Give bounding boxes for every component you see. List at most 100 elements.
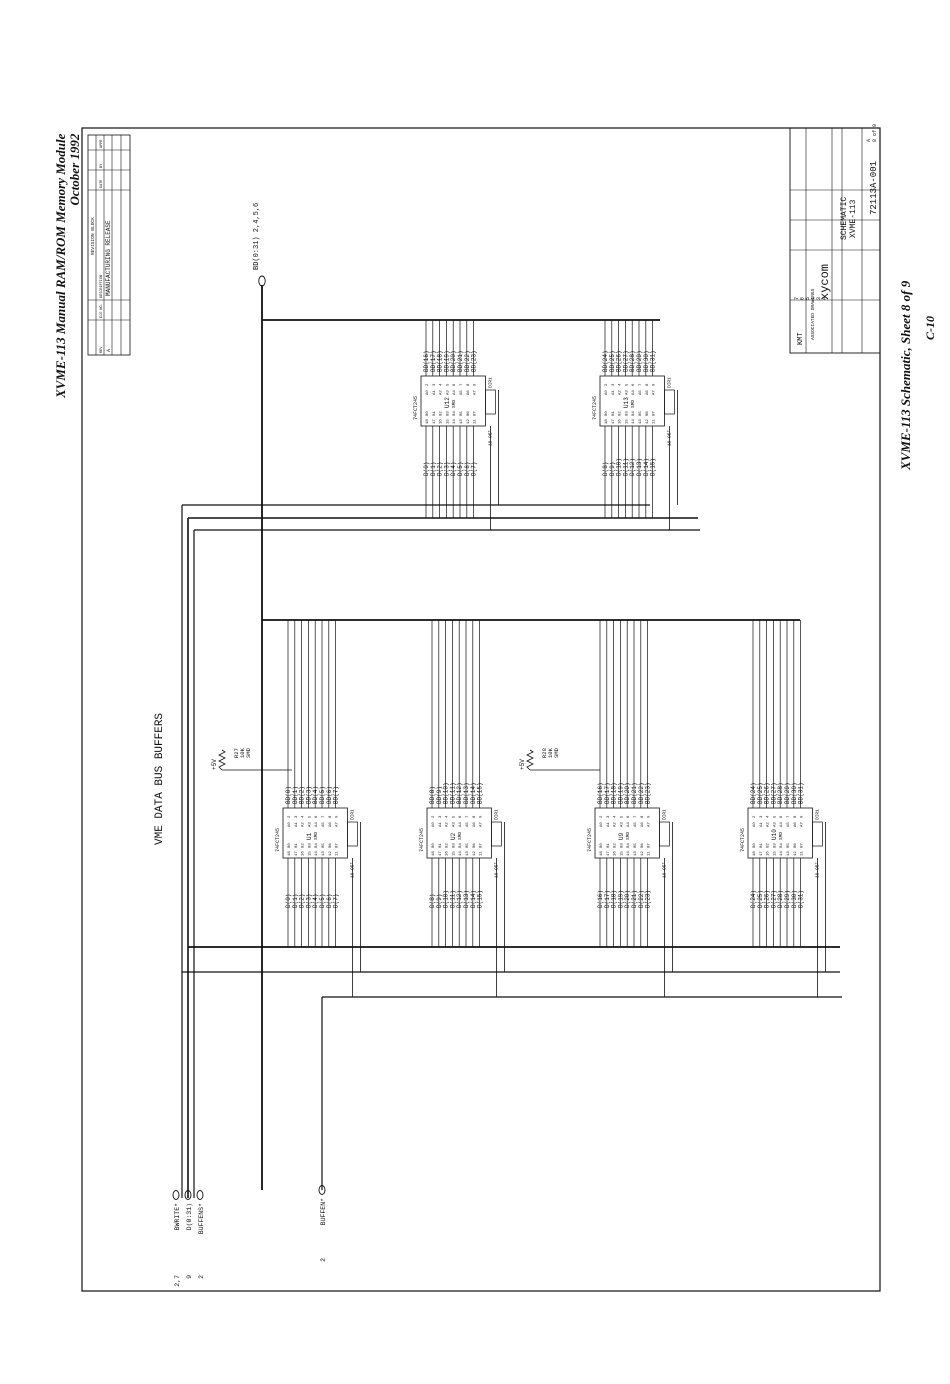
d-net-label: D(11) xyxy=(622,458,629,476)
bd-net-label: BD(25) xyxy=(609,350,616,372)
chip-pin-b: 16 xyxy=(440,419,444,424)
bd-net-label: BD(30) xyxy=(791,782,798,804)
chip-pin-a: 4 xyxy=(440,383,444,386)
chip-pin-name-a: A7 xyxy=(648,822,652,827)
chip-pin-b: 13 xyxy=(322,851,326,856)
bd-net-label: BD(30) xyxy=(643,350,650,372)
bd-net-label: BD(24) xyxy=(602,350,609,372)
chip-control-block xyxy=(485,389,496,415)
d-net-label: D(15) xyxy=(477,890,484,908)
chip-pin-name-b: B7 xyxy=(653,411,657,416)
bd-net-label: BD(17) xyxy=(604,782,611,804)
bd-net-label: BD(5) xyxy=(319,786,326,804)
chip-pin-name-b: B7 xyxy=(801,843,805,848)
chip-pin-a: 5 xyxy=(625,383,629,386)
bd-net-label: BD(6) xyxy=(326,786,333,804)
chip-pin-name-a: A4 xyxy=(315,822,319,827)
chip-pin-a: 7 xyxy=(460,383,464,386)
chip-pin-a: 6 xyxy=(315,815,319,818)
chip-pin-b: 14 xyxy=(780,851,784,856)
bd-net-label: BD(24) xyxy=(750,782,757,804)
bd-bus-connector xyxy=(258,275,266,287)
chip-pin-b: 13 xyxy=(460,419,464,424)
bd-net-label: BD(17) xyxy=(430,350,437,372)
chip-pin-a: 3 xyxy=(760,815,764,818)
chip-pin-name-a: A0 xyxy=(432,822,436,827)
chip-pin-a: 2 xyxy=(753,815,757,818)
chip-package-label: SMD xyxy=(625,832,631,840)
chip-part-label: 74FCT245 xyxy=(275,828,281,852)
title-block-sheet: 8 of 9 xyxy=(872,124,878,142)
chip-pin-b: 11 xyxy=(480,851,484,856)
chip-ref-label: U2 xyxy=(450,832,457,840)
chip-pin-name-a: A5 xyxy=(322,822,326,827)
chip-pin-name-a: A3 xyxy=(773,822,777,827)
d-net-label: D(21) xyxy=(631,890,638,908)
d-net-label: D(20) xyxy=(624,890,631,908)
sheet-border xyxy=(81,127,881,1292)
d-net-label: D(13) xyxy=(463,890,470,908)
chip-control-block xyxy=(491,821,502,847)
chip-pin-a: 9 xyxy=(653,383,657,386)
d-net-label: D(11) xyxy=(449,890,456,908)
chip-pin-name-a: A4 xyxy=(632,390,636,395)
chip-part-label: 74FCT245 xyxy=(592,396,598,420)
chip-pin-b: 17 xyxy=(439,851,443,856)
chip-pin-name-a: A1 xyxy=(433,390,437,395)
chip-pin-name-a: A0 xyxy=(288,822,292,827)
chip-pin-name-a: A1 xyxy=(295,822,299,827)
chip-pin-b: 14 xyxy=(315,851,319,856)
chip-pin-a: 9 xyxy=(648,815,652,818)
title-block-title2: XVME-113 xyxy=(849,199,858,238)
chip-pin-name-b: B1 xyxy=(607,843,611,848)
chip-pin-b: 17 xyxy=(612,419,616,424)
bd-net-label: BD(12) xyxy=(456,782,463,804)
chip-pin-name-b: B4 xyxy=(780,843,784,848)
chip-pin-b: 13 xyxy=(634,851,638,856)
chip-pin-a: 3 xyxy=(612,383,616,386)
chip-package-label: SMD xyxy=(313,832,319,840)
d-net-label: D(31) xyxy=(798,890,805,908)
chip-pin-b: 16 xyxy=(302,851,306,856)
d-net-label: D(24) xyxy=(750,890,757,908)
chip-pin-b: 14 xyxy=(632,419,636,424)
chip-pin-name-a: A6 xyxy=(467,390,471,395)
chip-pin-a: 9 xyxy=(480,815,484,818)
d-net-label: D(26) xyxy=(764,890,771,908)
chip-pin-name-a: A3 xyxy=(446,390,450,395)
chip-pin-name-a: A2 xyxy=(619,390,623,395)
bd-net-label: BD(0) xyxy=(285,786,292,804)
d-net-label: D(17) xyxy=(604,890,611,908)
bd-net-label: BD(31) xyxy=(650,350,657,372)
chip-pin-b: 14 xyxy=(627,851,631,856)
title-block-frame xyxy=(789,127,881,354)
chip-ref-label: U12 xyxy=(444,397,451,408)
bd-net-label: BD(19) xyxy=(617,782,624,804)
bd-net-label: BD(3) xyxy=(305,786,312,804)
chip-pin-a: 6 xyxy=(780,815,784,818)
chip-pin-a: 7 xyxy=(639,383,643,386)
chip-pin-b: 17 xyxy=(760,851,764,856)
chip-pin-name-b: B3 xyxy=(625,411,629,416)
revision-column: DESCRIPTION xyxy=(100,275,104,298)
revision-description: MANUFACTURING RELEASE xyxy=(105,220,112,296)
chip-pin-name-b: B1 xyxy=(612,411,616,416)
chip-pin-name-b: B4 xyxy=(459,843,463,848)
chip-pin-a: 8 xyxy=(329,815,333,818)
chip-pin-name-b: B7 xyxy=(336,843,340,848)
resistor-package: SMD xyxy=(245,747,252,758)
bd-net-label: BD(28) xyxy=(629,350,636,372)
chip-pin-name-a: A3 xyxy=(620,822,624,827)
chip-pin-name-a: A6 xyxy=(329,822,333,827)
d-net-label: D(18) xyxy=(611,890,618,908)
chip-pin-a: 5 xyxy=(308,815,312,818)
chip-part-label: 74FCT245 xyxy=(413,396,419,420)
chip-pin-b: 12 xyxy=(641,851,645,856)
chip-pin-b: 11 xyxy=(336,851,340,856)
d-net-label: D(19) xyxy=(617,890,624,908)
bd-net-label: BD(18) xyxy=(437,350,444,372)
